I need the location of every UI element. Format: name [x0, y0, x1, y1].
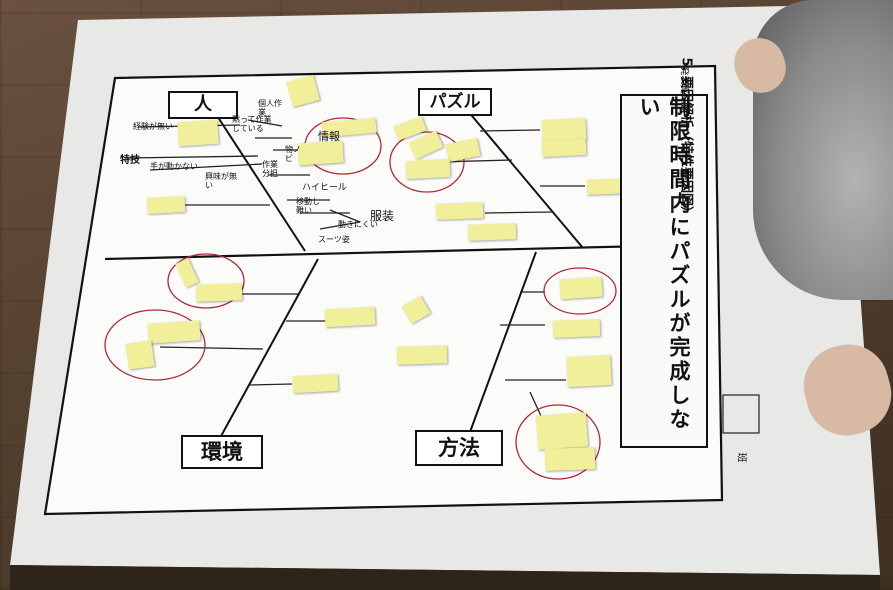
sub-bone [247, 119, 283, 127]
group-box [722, 394, 760, 434]
sticky-note [177, 119, 219, 147]
sticky-note [297, 140, 344, 166]
sub-bone [159, 346, 264, 350]
effect-title: 制限時間内にパズルが完成しない [620, 94, 708, 448]
sticky-note [405, 158, 451, 180]
sub-bone [479, 129, 541, 132]
sticky-note [552, 319, 601, 338]
spine-line [104, 244, 646, 261]
sub-bone [149, 163, 263, 171]
red-circle [389, 131, 465, 193]
red-circle [104, 309, 206, 381]
sticky-note [544, 447, 596, 471]
label-bi: ビ [285, 154, 293, 163]
red-circle [167, 253, 245, 309]
label-info: 情報 [318, 130, 340, 143]
bone-method [469, 251, 537, 433]
sticky-note [396, 345, 448, 365]
bone-person [211, 107, 306, 252]
category-method: 方法 [415, 430, 503, 466]
sub-bone [529, 391, 542, 417]
sticky-note [467, 223, 517, 241]
label-skill: 特技 [120, 155, 140, 166]
header-small: 発表資料 3 [678, 66, 689, 112]
sub-bone [249, 383, 293, 386]
label-experience: 経験が無い [133, 122, 173, 131]
paper-shadow [10, 565, 880, 590]
red-circle [543, 267, 617, 315]
sticky-note [146, 196, 186, 214]
label-work-share: 作業分担 [262, 160, 278, 178]
sticky-note [535, 412, 589, 450]
sticky-note [125, 340, 155, 370]
category-person: 人 [168, 91, 238, 119]
label-heels: ハイヒール [302, 183, 347, 193]
sub-bone [319, 221, 361, 230]
label-clothes: 服装 [370, 209, 395, 223]
sticky-note [559, 276, 603, 300]
label-suit: スーツ姿 [318, 235, 350, 244]
sticky-note [324, 306, 376, 328]
label-hands: 手が動かない [150, 162, 198, 171]
sticky-note [541, 138, 587, 158]
sub-bone [329, 209, 361, 223]
sticky-note [147, 320, 201, 344]
group-label: 班 [735, 452, 747, 463]
sticky-note [435, 202, 484, 220]
outer-frame [43, 64, 724, 516]
sub-bone [124, 155, 259, 159]
bone-puzzle [461, 103, 584, 249]
bone-environment [219, 258, 319, 439]
sticky-note [292, 373, 339, 394]
label-interest: 興味が無い [205, 172, 237, 190]
red-circle [515, 404, 601, 480]
category-environment: 環境 [181, 435, 263, 469]
category-puzzle: パズル [418, 88, 492, 116]
sub-bone [484, 211, 554, 214]
label-personal-work: 個人作業 [258, 99, 282, 117]
sticky-note [195, 283, 243, 302]
label-hard-to-move: 動きにくい [338, 220, 378, 229]
label-things: 物ノ [285, 145, 301, 154]
label-silent-work: 黙って作業している [232, 115, 272, 133]
sticky-note [566, 354, 612, 388]
label-moving-hard: 移動し難い [296, 197, 320, 215]
